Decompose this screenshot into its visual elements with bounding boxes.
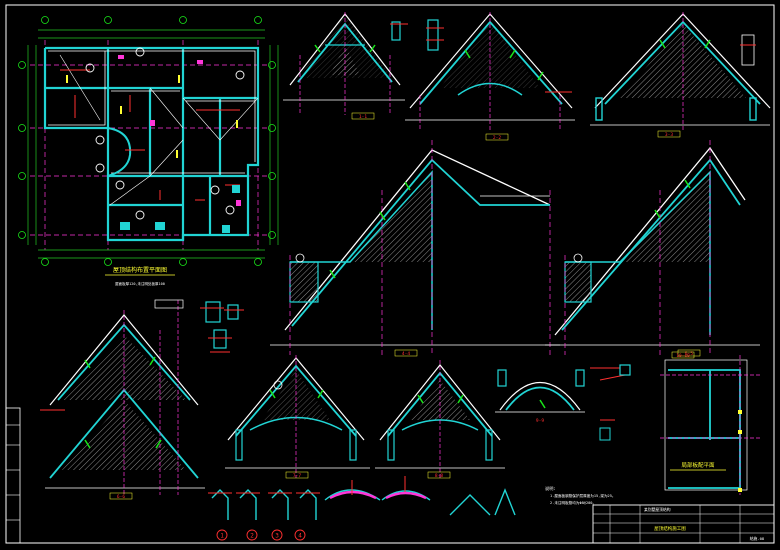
section-8-8: 8-8 (375, 360, 505, 479)
section-label-4: 4-4 (402, 351, 410, 357)
section-label-3: 3-3 (665, 132, 673, 138)
section-4-4: 4-4 (270, 140, 560, 357)
section-6-6: 6-6 (40, 299, 205, 500)
roof-framing-plan: 屋顶结构布置平面图 屋面板厚120,未注明处板厚100 (18, 16, 279, 286)
notes-line-1: 1.屋面板钢筋保护层厚度为15,梁为25。 (550, 493, 615, 498)
bottom-node-details: 1 2 3 4 (208, 476, 516, 541)
section-5-5: 5-5 (545, 140, 760, 357)
section-label-1: 1-1 (359, 114, 367, 120)
detail-tag-3: 3 (275, 533, 279, 540)
binding-strip (5, 407, 21, 544)
section-label-10: 10-10 (676, 353, 690, 359)
section-9-9: 9-9 (495, 364, 631, 441)
notes-line-2: 2.未注明板筋均为Φ8@200。 (550, 500, 596, 505)
section-7-7: 7-7 (225, 355, 370, 479)
notes-title: 说明: (545, 485, 556, 492)
detail-tag-2: 2 (250, 533, 254, 540)
title-project: 某别墅屋顶结构 (644, 507, 671, 512)
title-block: 某别墅屋顶结构 屋顶结构施工图 结施-08 (592, 504, 775, 544)
detail-tag-4: 4 (298, 533, 302, 540)
detail-column-rebar (200, 301, 244, 353)
section-label-8: 8-8 (435, 473, 443, 479)
section-label-7: 7-7 (293, 473, 301, 479)
slab-plan-title: 局部板配平面 (681, 461, 715, 469)
plan-title: 屋顶结构布置平面图 (113, 266, 167, 274)
section-1-1: 1-1 (283, 12, 405, 120)
detail-top-small (390, 19, 756, 66)
drawing-frame (5, 4, 775, 544)
section-label-6: 6-6 (117, 494, 125, 500)
detail-tag-1: 1 (220, 533, 224, 540)
local-slab-plan: 局部板配平面 10-10 (660, 351, 760, 495)
title-drawing: 屋顶结构施工图 (654, 525, 686, 532)
general-notes: 说明: 1.屋面板钢筋保护层厚度为15,梁为25。 2.未注明板筋均为Φ8@20… (545, 485, 615, 505)
plan-subtitle: 屋面板厚120,未注明处板厚100 (115, 281, 165, 286)
section-3-3: 3-3 (590, 12, 771, 138)
section-label-2: 2-2 (493, 135, 501, 141)
section-label-9: 9-9 (536, 418, 544, 424)
title-sheet-no: 结施-08 (750, 536, 765, 541)
section-label-5: 5-5 (685, 351, 693, 357)
section-2-2: 2-2 (405, 12, 575, 141)
